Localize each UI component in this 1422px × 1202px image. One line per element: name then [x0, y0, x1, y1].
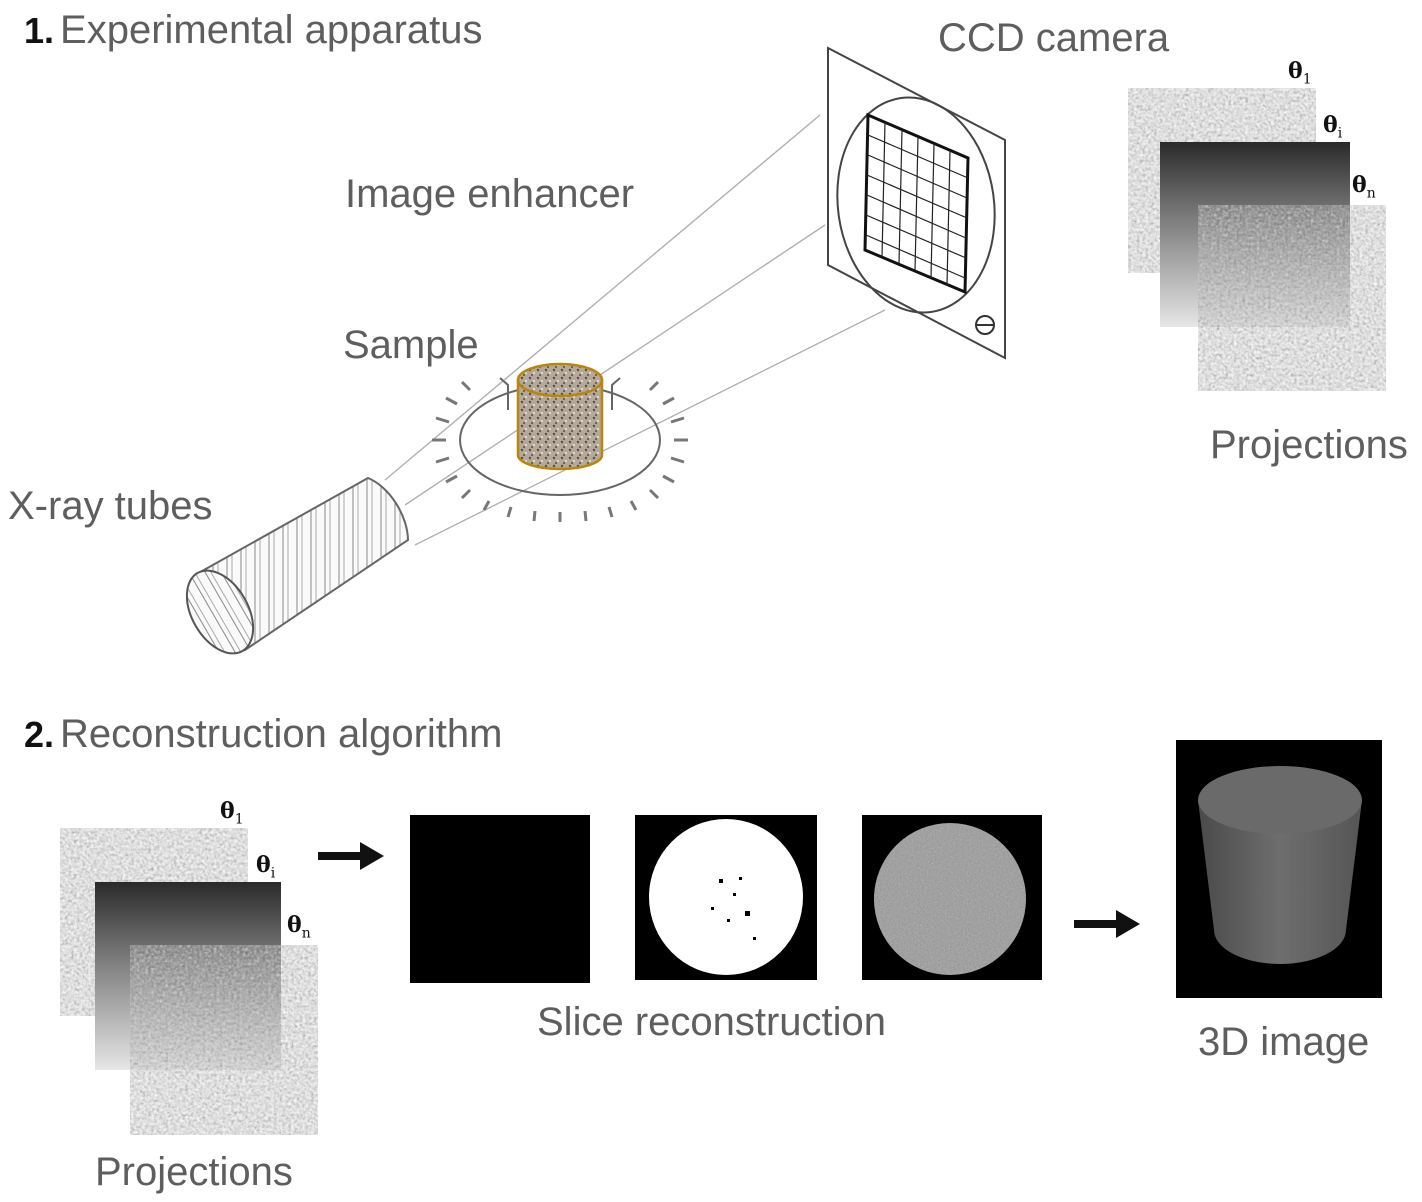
theta-n-top: θn: [1352, 172, 1376, 202]
sample-label: Sample: [343, 323, 479, 367]
projections-top-label: Projections: [1210, 423, 1408, 467]
slice-2-dot: [739, 877, 742, 880]
theta-n-bottom: θn: [287, 912, 311, 942]
arrow-right-icon: [1074, 910, 1140, 938]
slice-panel-3: [862, 815, 1042, 980]
slice-2-disk: [649, 819, 803, 975]
slice-2-dot: [733, 893, 736, 896]
arrow-right-icon: [318, 842, 384, 870]
theta-i-bottom: θi: [256, 852, 276, 882]
rotation-stage-icon: [432, 377, 688, 522]
image-enhancer-screen-icon: [827, 46, 1006, 360]
section-2-heading: 2.Reconstruction algorithm: [24, 714, 502, 754]
ccd-camera-label: CCD camera: [938, 16, 1170, 60]
slice-panel-1: [410, 815, 590, 983]
slice-2-dot: [727, 919, 730, 922]
section-1-number: 1.: [24, 10, 55, 51]
image-enhancer-label: Image enhancer: [345, 172, 635, 216]
slice-reconstruction-label: Slice reconstruction: [537, 1000, 887, 1044]
slice-2-dot: [753, 937, 756, 940]
theta-1-top: θ1: [1288, 58, 1312, 88]
xray-beam-lines: [384, 114, 886, 546]
slice-panel-2: [635, 815, 817, 980]
slice-2-dot: [745, 911, 750, 916]
image-3d-panel: [1176, 740, 1382, 998]
section-2-number: 2.: [24, 714, 55, 755]
image-3d-label: 3D image: [1198, 1020, 1370, 1064]
section-1-heading: 1.Experimental apparatus: [24, 10, 483, 50]
section-1-title: Experimental apparatus: [60, 8, 483, 52]
slice-2-dot: [711, 907, 714, 910]
theta-i-top: θi: [1323, 112, 1343, 142]
xray-tubes-label: X-ray tubes: [8, 484, 213, 528]
theta-1-bottom: θ1: [220, 798, 244, 828]
xray-tube-icon: [185, 476, 410, 655]
section-2-title: Reconstruction algorithm: [60, 712, 503, 756]
projections-bottom-label: Projections: [95, 1150, 293, 1194]
slice-2-dot: [719, 879, 723, 883]
sample-cylinder-icon: [516, 362, 604, 471]
